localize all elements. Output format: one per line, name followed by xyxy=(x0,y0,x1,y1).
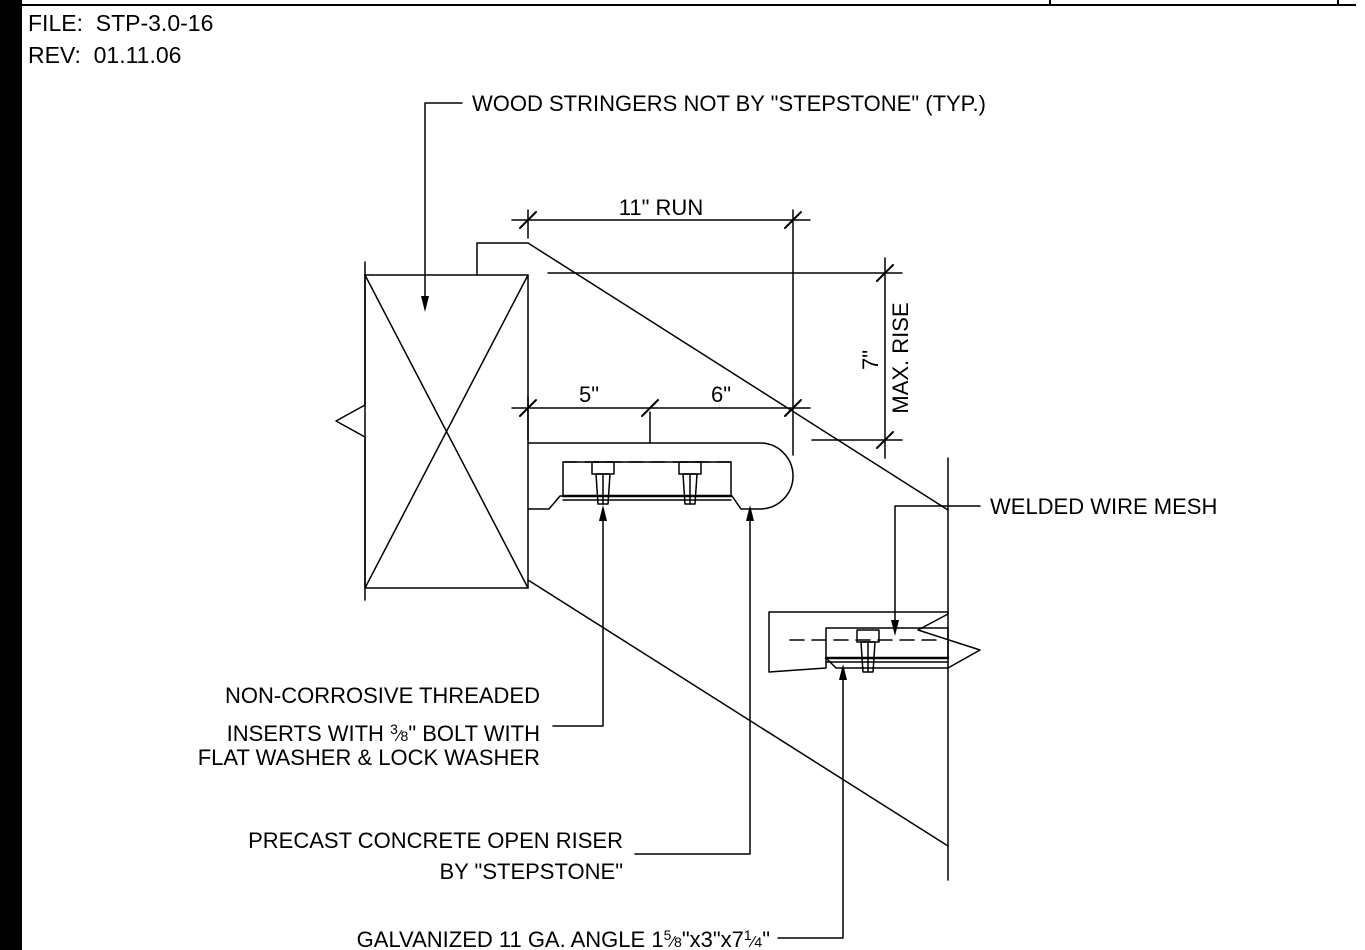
title-block-edge xyxy=(22,0,1356,6)
stringer-callout: WOOD STRINGERS NOT BY "STEPSTONE" (TYP.) xyxy=(472,91,986,116)
rise-value-label: 7" xyxy=(858,350,883,370)
lower-insert xyxy=(856,629,880,673)
riser-callout-line2: BY "STEPSTONE" xyxy=(439,859,623,884)
riser-leader xyxy=(634,511,751,855)
run-dimension-label: 11" RUN xyxy=(619,195,703,220)
stringer-lower-outline xyxy=(917,457,981,881)
mesh-leader xyxy=(894,505,981,629)
lower-tread xyxy=(768,611,950,673)
inserts-callout-line1: NON-CORROSIVE THREADED xyxy=(225,683,540,708)
stringer-arrowhead xyxy=(421,296,429,312)
upper-insert-left xyxy=(591,461,615,505)
angle-arrowhead xyxy=(839,664,847,680)
upper-insert-right xyxy=(678,461,702,505)
file-label: FILE: xyxy=(28,10,83,36)
file-value: STP-3.0-16 xyxy=(95,10,214,36)
rev-label: REV: xyxy=(28,42,81,68)
angle-callout: GALVANIZED 11 GA. ANGLE 15⁄8"x3"x71⁄4" xyxy=(357,927,770,950)
run-dimension-line xyxy=(511,209,811,456)
angle-leader xyxy=(777,671,844,939)
inserts-callout-line2: INSERTS WITH 3⁄8" BOLT WITH xyxy=(227,721,540,746)
file-line: FILE: STP-3.0-16 xyxy=(28,10,213,37)
riser-callout-line1: PRECAST CONCRETE OPEN RISER xyxy=(248,828,623,853)
left-border-bar xyxy=(0,0,22,950)
left-segment-label: 5" xyxy=(579,382,599,407)
riser-arrowhead xyxy=(746,505,754,521)
mesh-arrowhead xyxy=(891,620,899,636)
rev-line: REV: 01.11.06 xyxy=(28,42,181,69)
rise-label: MAX. RISE xyxy=(888,302,913,413)
stringer-bottom-edge xyxy=(527,579,949,847)
inserts-callout-line3: FLAT WASHER & LOCK WASHER xyxy=(198,745,540,770)
stringer-top-edge xyxy=(527,242,949,511)
inserts-leader xyxy=(552,511,604,727)
rev-value: 01.11.06 xyxy=(93,42,182,68)
stringer-leader xyxy=(424,102,463,306)
tread-dimension-line xyxy=(511,395,811,441)
right-segment-label: 6" xyxy=(711,382,731,407)
rise-dimension-line xyxy=(547,257,903,459)
upper-tread xyxy=(527,411,794,510)
mesh-callout: WELDED WIRE MESH xyxy=(990,494,1217,519)
inserts-arrowhead xyxy=(599,505,607,521)
wood-stringer-section xyxy=(335,242,529,601)
